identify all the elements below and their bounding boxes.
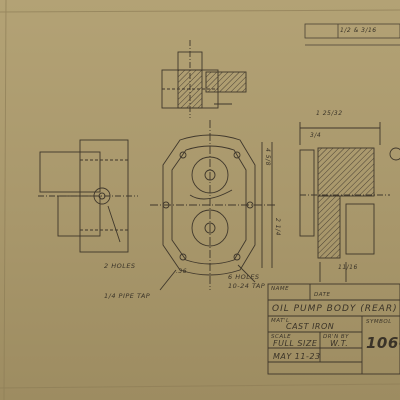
revision-block bbox=[304, 23, 400, 46]
front-view bbox=[150, 120, 275, 291]
title-block-drawn-by: W.T. bbox=[330, 339, 349, 348]
left-view bbox=[38, 139, 138, 253]
top-view bbox=[161, 40, 247, 118]
dim-side-top: 1 25/32 bbox=[316, 110, 343, 117]
title-block-symbol-caption: SYMBOL bbox=[366, 319, 392, 325]
title-block-material: CAST IRON bbox=[286, 322, 335, 331]
title-block-material-caption: MAT'L bbox=[271, 318, 290, 324]
bolt-holes bbox=[162, 151, 254, 261]
title-block-date-value: MAY 11-23 bbox=[273, 352, 321, 361]
dim-side-bottom: 11/16 bbox=[338, 264, 358, 271]
title-block-scale-caption: SCALE bbox=[271, 334, 292, 340]
title-block-name: OIL PUMP BODY (REAR) bbox=[272, 304, 398, 314]
title-block-scale: FULL SIZE bbox=[273, 339, 318, 348]
title-block-drawing-number: 106- bbox=[366, 334, 400, 352]
dim-front-half: 2 1/4 bbox=[274, 218, 281, 236]
dim-bottom-left: .36 bbox=[176, 268, 188, 275]
hole-note-right-count: 6 HOLES bbox=[228, 273, 260, 281]
hole-note-left-count: 2 HOLES bbox=[104, 262, 136, 270]
title-block-date-caption: DATE bbox=[314, 292, 331, 298]
title-block-drawn-caption: DR'N BY bbox=[323, 334, 349, 340]
hole-note-left-spec: 1/4 PIPE TAP bbox=[104, 292, 151, 300]
title-block-lines bbox=[267, 283, 400, 375]
dim-side-step: 3/4 bbox=[310, 132, 322, 139]
hole-note-right-spec: 10-24 TAP bbox=[228, 282, 266, 290]
side-section-view bbox=[299, 122, 400, 282]
dim-front-height: 4 5/8 bbox=[264, 148, 271, 166]
revision-text: 1/2 & 3/16 bbox=[340, 27, 377, 34]
title-block-name-caption: NAME bbox=[271, 286, 290, 292]
